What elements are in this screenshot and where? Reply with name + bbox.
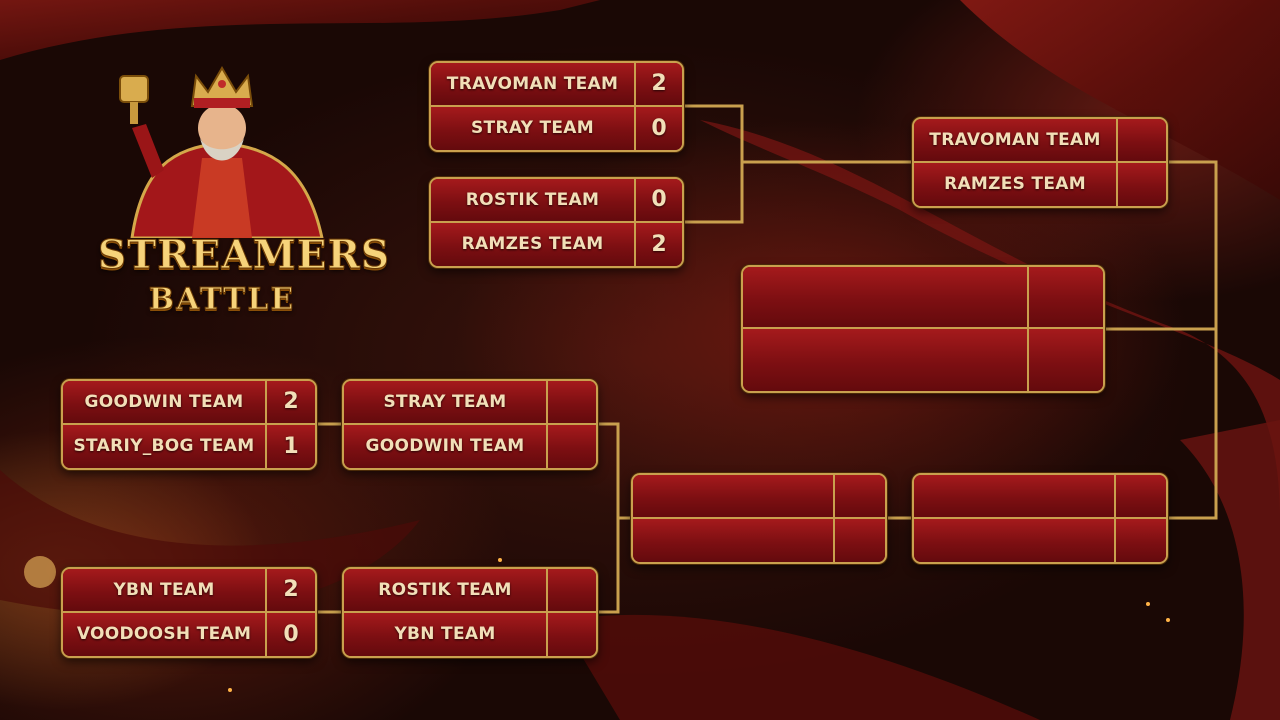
team-score: 2 bbox=[265, 569, 315, 611]
match-team-row[interactable]: ROSTIK TEAM bbox=[344, 569, 596, 613]
lower-round1-match-2[interactable]: YBN TEAM 2 VOODOOSH TEAM 0 bbox=[61, 567, 317, 658]
match-team-row[interactable] bbox=[743, 329, 1103, 391]
team-score bbox=[1116, 162, 1166, 206]
lower-round1-match-1[interactable]: GOODWIN TEAM 2 STARIY_BOG TEAM 1 bbox=[61, 379, 317, 470]
team-name: ROSTIK TEAM bbox=[344, 569, 546, 611]
match-team-row[interactable]: GOODWIN TEAM 2 bbox=[63, 381, 315, 425]
team-name: TRAVOMAN TEAM bbox=[914, 119, 1116, 161]
team-score: 0 bbox=[265, 612, 315, 656]
team-name: TRAVOMAN TEAM bbox=[431, 63, 634, 105]
team-name bbox=[914, 518, 1114, 562]
king-mascot-icon bbox=[119, 66, 324, 238]
team-score bbox=[546, 381, 596, 423]
team-score bbox=[1116, 119, 1166, 161]
lower-round2-match-1[interactable]: STRAY TEAM GOODWIN TEAM bbox=[342, 379, 598, 470]
team-name: STRAY TEAM bbox=[344, 381, 546, 423]
team-score bbox=[546, 569, 596, 611]
team-score bbox=[546, 612, 596, 656]
match-team-row[interactable]: VOODOOSH TEAM 0 bbox=[63, 612, 315, 656]
team-name: YBN TEAM bbox=[63, 569, 265, 611]
team-name bbox=[743, 329, 1027, 391]
match-team-row[interactable]: ROSTIK TEAM 0 bbox=[431, 179, 682, 223]
team-score bbox=[546, 424, 596, 468]
match-team-row[interactable]: RAMZES TEAM bbox=[914, 162, 1166, 206]
match-team-row[interactable]: TRAVOMAN TEAM bbox=[914, 119, 1166, 163]
team-name: VOODOOSH TEAM bbox=[63, 612, 265, 656]
match-team-row[interactable]: YBN TEAM bbox=[344, 612, 596, 656]
lower-final-match[interactable] bbox=[912, 473, 1168, 564]
match-team-row[interactable] bbox=[914, 475, 1166, 519]
team-name: RAMZES TEAM bbox=[914, 162, 1116, 206]
match-team-row[interactable]: TRAVOMAN TEAM 2 bbox=[431, 63, 682, 107]
team-name: STRAY TEAM bbox=[431, 106, 634, 150]
upper-round1-match-1[interactable]: TRAVOMAN TEAM 2 STRAY TEAM 0 bbox=[429, 61, 684, 152]
match-team-row[interactable] bbox=[633, 475, 885, 519]
bracket-lines bbox=[316, 104, 1218, 614]
team-score: 2 bbox=[634, 222, 682, 266]
upper-round1-match-2[interactable]: ROSTIK TEAM 0 RAMZES TEAM 2 bbox=[429, 177, 684, 268]
team-score: 1 bbox=[265, 424, 315, 468]
team-score bbox=[833, 518, 885, 562]
team-name bbox=[633, 518, 833, 562]
team-score bbox=[1027, 267, 1103, 327]
upper-final-match[interactable]: TRAVOMAN TEAM RAMZES TEAM bbox=[912, 117, 1168, 208]
team-name: ROSTIK TEAM bbox=[431, 179, 634, 221]
team-score: 0 bbox=[634, 179, 682, 221]
team-name: GOODWIN TEAM bbox=[344, 424, 546, 468]
team-name bbox=[743, 267, 1027, 327]
match-team-row[interactable]: STARIY_BOG TEAM 1 bbox=[63, 424, 315, 468]
grand-final-match[interactable] bbox=[741, 265, 1105, 393]
team-name bbox=[914, 475, 1114, 517]
team-score bbox=[1027, 329, 1103, 391]
team-score bbox=[833, 475, 885, 517]
match-team-row[interactable] bbox=[743, 267, 1103, 329]
team-score: 2 bbox=[634, 63, 682, 105]
match-team-row[interactable] bbox=[914, 518, 1166, 562]
match-team-row[interactable]: RAMZES TEAM 2 bbox=[431, 222, 682, 266]
team-score: 0 bbox=[634, 106, 682, 150]
logo-subtitle: BATTLE bbox=[148, 282, 296, 318]
match-team-row[interactable] bbox=[633, 518, 885, 562]
lower-round2-match-2[interactable]: ROSTIK TEAM YBN TEAM bbox=[342, 567, 598, 658]
team-score: 2 bbox=[265, 381, 315, 423]
team-name: YBN TEAM bbox=[344, 612, 546, 656]
match-team-row[interactable]: GOODWIN TEAM bbox=[344, 424, 596, 468]
match-team-row[interactable]: STRAY TEAM 0 bbox=[431, 106, 682, 150]
team-score bbox=[1114, 518, 1166, 562]
logo-title: STREAMERS bbox=[98, 232, 391, 279]
team-name: GOODWIN TEAM bbox=[63, 381, 265, 423]
match-team-row[interactable]: STRAY TEAM bbox=[344, 381, 596, 425]
team-name bbox=[633, 475, 833, 517]
team-name: RAMZES TEAM bbox=[431, 222, 634, 266]
team-name: STARIY_BOG TEAM bbox=[63, 424, 265, 468]
streamers-battle-logo: STREAMERS BATTLE bbox=[98, 218, 391, 330]
match-team-row[interactable]: YBN TEAM 2 bbox=[63, 569, 315, 613]
team-score bbox=[1114, 475, 1166, 517]
lower-semifinal-match[interactable] bbox=[631, 473, 887, 564]
